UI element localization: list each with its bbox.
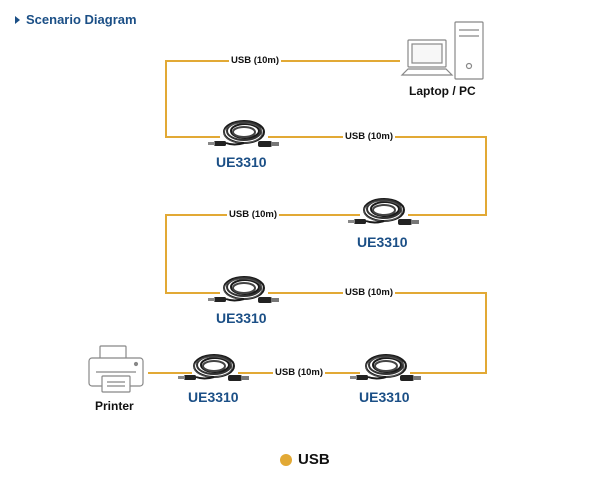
wire-label: USB (10m) [343,131,396,143]
wire-label: USB (10m) [273,367,326,379]
usb-cable-coil-icon [177,354,250,382]
extender-label: UE3310 [216,310,267,326]
extender-label: UE3310 [357,234,408,250]
laptop-pc-icon [400,21,484,80]
printer-label: Printer [95,399,134,413]
title-bullet-icon [15,16,20,24]
usb-wire-path [148,60,487,374]
legend: USB [280,451,330,468]
legend-label: USB [298,451,330,468]
computer-label: Laptop / PC [409,84,476,98]
usb-cable-coil-icon [207,276,280,304]
wire-label: USB (10m) [343,287,396,299]
extender-label: UE3310 [216,154,267,170]
page-title: Scenario Diagram [26,12,137,27]
usb-cable-coil-icon [349,354,422,382]
wire-label: USB (10m) [229,55,282,67]
wire-label: USB (10m) [227,209,280,221]
usb-cable-coil-icon [207,120,280,148]
legend-swatch [280,453,292,466]
extender-label: UE3310 [359,389,410,405]
usb-cable-coil-icon [347,198,420,226]
extender-label: UE3310 [188,389,239,405]
printer-icon [88,345,144,393]
